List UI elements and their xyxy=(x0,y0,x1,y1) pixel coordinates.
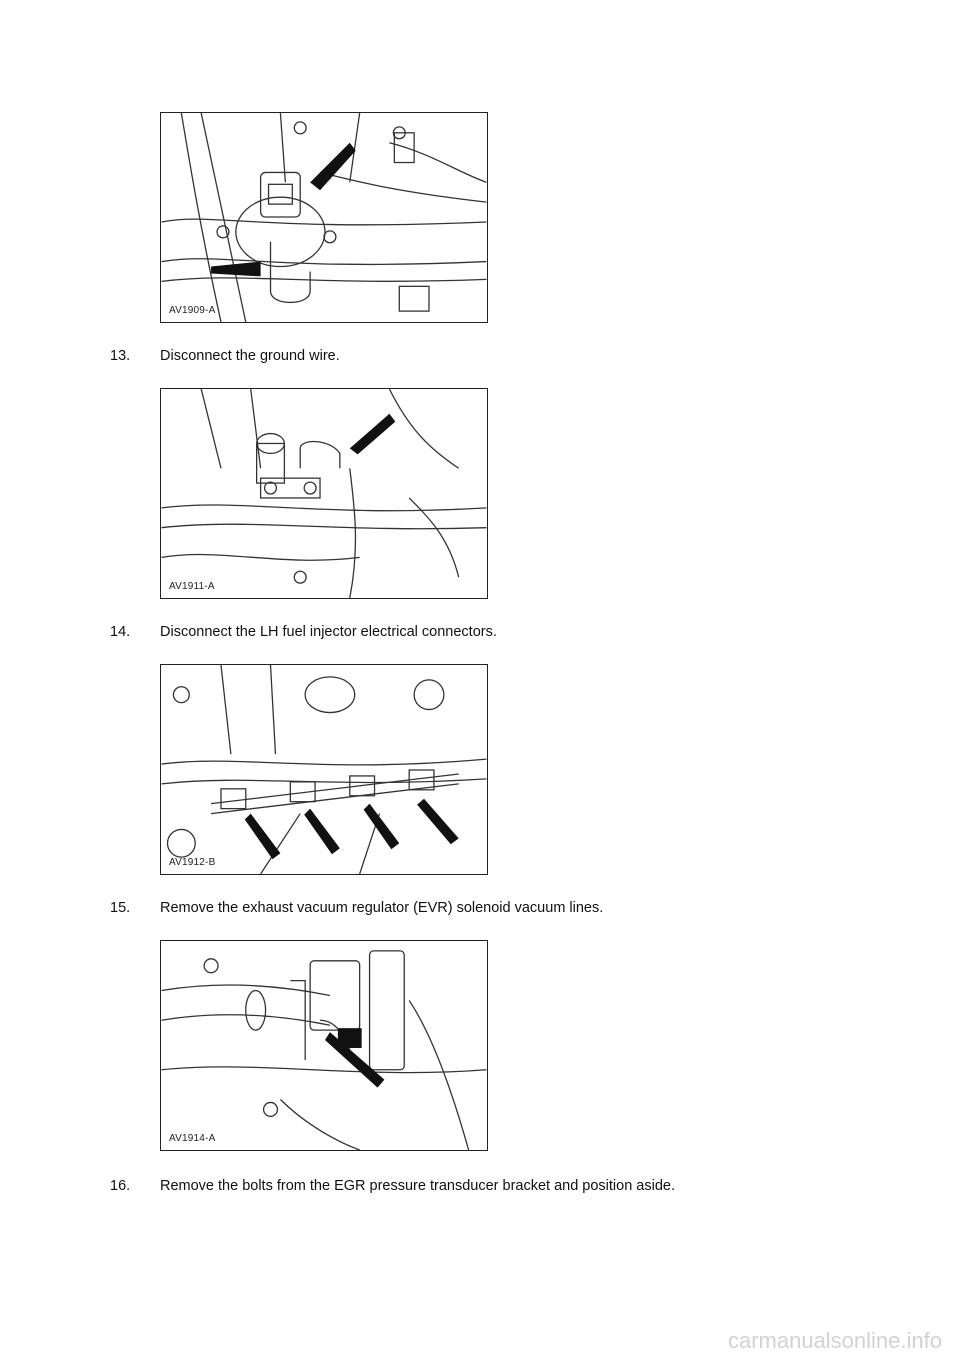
figure-id: AV1909-A xyxy=(169,305,216,316)
step-16: 16. Remove the bolts from the EGR pressur… xyxy=(110,1178,675,1194)
step-number: 15. xyxy=(110,900,131,916)
step-number: 13. xyxy=(110,348,131,364)
figure-av1911: AV1911-A xyxy=(160,388,488,599)
step-14: 14. Disconnect the LH fuel injector elect… xyxy=(110,624,497,640)
step-text: Disconnect the LH fuel injector electric… xyxy=(160,624,497,640)
step-text: Remove the exhaust vacuum regulator (EVR… xyxy=(160,900,604,916)
step-13: 13. Disconnect the ground wire. xyxy=(110,348,340,364)
figure-id: AV1912-B xyxy=(169,857,216,868)
figure-av1914: AV1914-A xyxy=(160,940,488,1151)
engine-illustration-1 xyxy=(161,113,487,322)
watermark: carmanualsonline.info xyxy=(727,1328,942,1353)
figure-id: AV1911-A xyxy=(169,581,215,592)
step-number: 16. xyxy=(110,1178,131,1194)
figure-av1912: AV1912-B xyxy=(160,664,488,875)
figure-id: AV1914-A xyxy=(169,1133,216,1144)
step-number: 14. xyxy=(110,624,131,640)
step-text: Remove the bolts from the EGR pressure t… xyxy=(160,1178,676,1194)
engine-illustration-2 xyxy=(161,389,487,598)
engine-illustration-4 xyxy=(161,950,487,1150)
figure-av1909: AV1909-A xyxy=(160,112,488,323)
step-15: 15. Remove the exhaust vacuum regulator (… xyxy=(110,900,603,916)
engine-illustration-3 xyxy=(161,665,487,874)
step-text: Disconnect the ground wire. xyxy=(160,348,340,364)
